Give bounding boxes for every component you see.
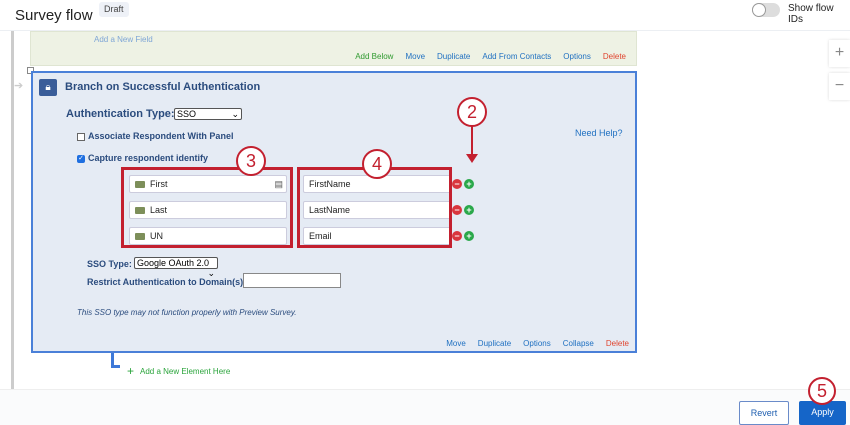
- field-name: First: [150, 179, 168, 189]
- capture-checkbox[interactable]: ✓: [77, 155, 85, 163]
- authentication-block: 🔒︎ Branch on Successful Authentication A…: [31, 71, 637, 353]
- chevron-down-icon: ⌄: [207, 268, 215, 278]
- embedded-field-last[interactable]: Last: [129, 201, 287, 219]
- add-from-contacts-link[interactable]: Add From Contacts: [482, 52, 552, 61]
- show-flow-ids-toggle[interactable]: [752, 3, 780, 17]
- revert-button[interactable]: Revert: [739, 401, 789, 425]
- annotation-4: 4: [362, 149, 392, 179]
- arrow-down-icon: [466, 154, 478, 163]
- field-icon: [135, 233, 145, 241]
- branch-connector: [111, 353, 114, 367]
- apply-button[interactable]: Apply: [799, 401, 846, 425]
- associate-checkbox[interactable]: [77, 133, 85, 141]
- sso-type-label: SSO Type:: [87, 259, 132, 269]
- auth-type-select[interactable]: SSO ⌄: [174, 108, 242, 120]
- field-icon: [135, 181, 145, 189]
- embedded-field-first[interactable]: First ▤: [129, 175, 287, 193]
- need-help-link[interactable]: Need Help?: [575, 128, 623, 138]
- annotation-5: 5: [808, 377, 836, 405]
- options-link[interactable]: Options: [523, 339, 551, 348]
- annotation-3: 3: [236, 146, 266, 176]
- sso-warning: This SSO type may not function properly …: [77, 308, 297, 317]
- annotation-arrow: [471, 126, 473, 156]
- plus-icon: +: [127, 364, 135, 378]
- chevron-down-icon: ⌄: [231, 109, 239, 119]
- add-mapping-icon[interactable]: +: [464, 231, 474, 241]
- flow-line: [11, 31, 14, 389]
- arrow-right-icon: ➔: [14, 80, 24, 92]
- footer: [0, 389, 850, 425]
- show-flow-ids-label: Show flow IDs: [788, 3, 834, 25]
- annotation-2: 2: [457, 97, 487, 127]
- embedded-field-un[interactable]: UN: [129, 227, 287, 245]
- capture-label: Capture respondent identify: [88, 153, 209, 163]
- field-name: Last: [150, 205, 168, 215]
- sso-type-value: Google OAuth 2.0: [137, 258, 210, 268]
- branch-connector-arrow-icon: [111, 365, 120, 368]
- add-mapping-icon[interactable]: +: [464, 179, 474, 189]
- restrict-domain-input[interactable]: [243, 273, 341, 288]
- remove-mapping-icon[interactable]: −: [452, 205, 462, 215]
- block-actions: Add Below Move Duplicate Add From Contac…: [355, 52, 626, 61]
- add-new-field-link[interactable]: Add a New Field: [94, 35, 153, 44]
- options-link[interactable]: Options: [563, 52, 591, 61]
- contact-card-icon[interactable]: ▤: [274, 179, 283, 189]
- collapse-handle[interactable]: [27, 67, 34, 74]
- header: [0, 0, 850, 31]
- zoom-in-button[interactable]: +: [829, 40, 850, 67]
- delete-link[interactable]: Delete: [602, 52, 626, 61]
- annotation-box-3: [121, 167, 293, 248]
- lock-icon: 🔒︎: [39, 79, 57, 96]
- associate-label: Associate Respondent With Panel: [88, 131, 234, 141]
- sso-type-select[interactable]: Google OAuth 2.0⌄: [134, 257, 218, 278]
- auth-type-value: SSO: [177, 109, 197, 119]
- add-element-link[interactable]: Add a New Element Here: [140, 367, 231, 376]
- annotation-box-4: [297, 167, 452, 248]
- duplicate-link[interactable]: Duplicate: [437, 52, 471, 61]
- duplicate-link[interactable]: Duplicate: [477, 339, 512, 348]
- add-below-link[interactable]: Add Below: [355, 52, 394, 61]
- move-link[interactable]: Move: [405, 52, 426, 61]
- block-actions: Move Duplicate Options Collapse Delete: [446, 339, 629, 348]
- remove-mapping-icon[interactable]: −: [452, 231, 462, 241]
- auth-type-label: Authentication Type:: [66, 108, 175, 120]
- page-title: Survey flow: [15, 7, 93, 24]
- remove-mapping-icon[interactable]: −: [452, 179, 462, 189]
- status-badge: Draft: [99, 2, 129, 17]
- restrict-label: Restrict Authentication to Domain(s): [87, 277, 244, 287]
- move-link[interactable]: Move: [446, 339, 466, 348]
- field-name: UN: [150, 231, 163, 241]
- previous-flow-block: Add a New Field Add Below Move Duplicate…: [30, 31, 637, 66]
- delete-link[interactable]: Delete: [605, 339, 629, 348]
- field-icon: [135, 207, 145, 215]
- zoom-out-button[interactable]: −: [829, 73, 850, 100]
- block-title: Branch on Successful Authentication: [65, 81, 261, 93]
- add-mapping-icon[interactable]: +: [464, 205, 474, 215]
- collapse-link[interactable]: Collapse: [562, 339, 594, 348]
